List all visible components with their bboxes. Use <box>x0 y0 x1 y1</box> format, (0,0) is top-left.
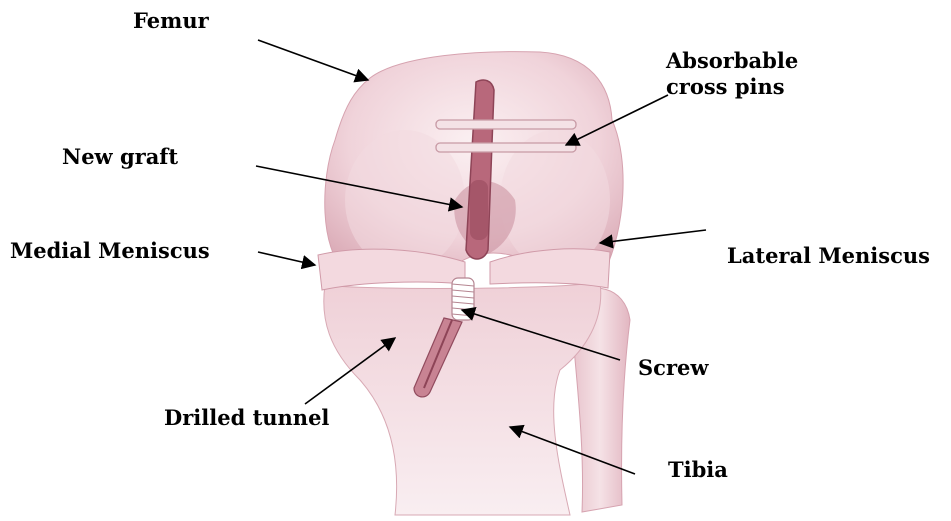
label-absorbable-line2: cross pins <box>666 74 798 100</box>
label-lateral-meniscus: Lateral Meniscus <box>727 243 930 269</box>
label-tibia: Tibia <box>668 457 728 483</box>
label-new-graft: New graft <box>62 144 178 170</box>
label-screw: Screw <box>638 355 708 381</box>
label-absorbable-cross-pins: Absorbable cross pins <box>666 48 798 101</box>
screw <box>452 278 474 320</box>
arrow-medial-meniscus <box>258 252 315 265</box>
arrow-femur <box>258 40 368 80</box>
cross-pin-upper <box>436 120 576 129</box>
label-drilled-tunnel: Drilled tunnel <box>164 405 329 431</box>
cross-pin-lower <box>436 143 576 152</box>
label-femur: Femur <box>133 8 209 34</box>
label-absorbable-line1: Absorbable <box>666 48 798 74</box>
label-medial-meniscus: Medial Meniscus <box>10 238 210 264</box>
